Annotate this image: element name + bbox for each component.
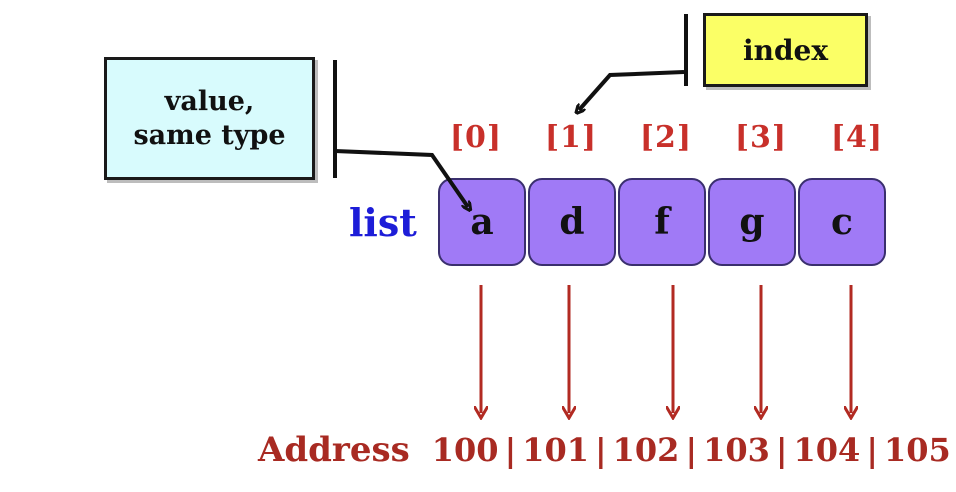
value-callout-box: value, same type bbox=[104, 57, 315, 180]
list-cell-1: d bbox=[528, 178, 616, 266]
value-pointer-arrow bbox=[334, 149, 468, 207]
list-cell-0: a bbox=[438, 178, 526, 266]
index-callout-bar bbox=[684, 14, 688, 86]
index-pointer-arrow bbox=[579, 70, 685, 110]
index-callout-box: index bbox=[703, 13, 868, 87]
index-label-2: [2] bbox=[639, 120, 693, 155]
value-callout-line1: value, bbox=[164, 85, 255, 117]
value-callout-line2: same type bbox=[133, 119, 286, 151]
index-label-4: [4] bbox=[830, 120, 884, 155]
address-value-5: 105 bbox=[883, 431, 951, 469]
address-separator: | bbox=[685, 431, 698, 469]
address-row: Address 100 | 101 | 102 | 103 | 104 | 10… bbox=[258, 430, 951, 470]
index-callout-label: index bbox=[742, 33, 829, 67]
address-separator: | bbox=[595, 431, 607, 469]
address-separator: | bbox=[775, 431, 788, 469]
address-label: Address bbox=[258, 430, 410, 470]
address-value-0: 100 bbox=[431, 431, 499, 469]
index-label-0: [0] bbox=[449, 120, 503, 155]
list-cell-2: f bbox=[618, 178, 706, 266]
address-separator: | bbox=[504, 431, 517, 469]
list-label: list bbox=[349, 200, 417, 245]
address-value-2: 102 bbox=[612, 431, 680, 469]
list-cell-3: g bbox=[708, 178, 796, 266]
address-value-3: 103 bbox=[703, 431, 770, 469]
address-separator: | bbox=[866, 431, 878, 469]
list-cell-4: c bbox=[798, 178, 886, 266]
address-value-1: 101 bbox=[522, 431, 589, 469]
index-label-3: [3] bbox=[734, 120, 788, 155]
index-label-1: [1] bbox=[544, 120, 598, 155]
value-callout-bar bbox=[333, 60, 337, 178]
address-value-4: 104 bbox=[793, 431, 861, 469]
